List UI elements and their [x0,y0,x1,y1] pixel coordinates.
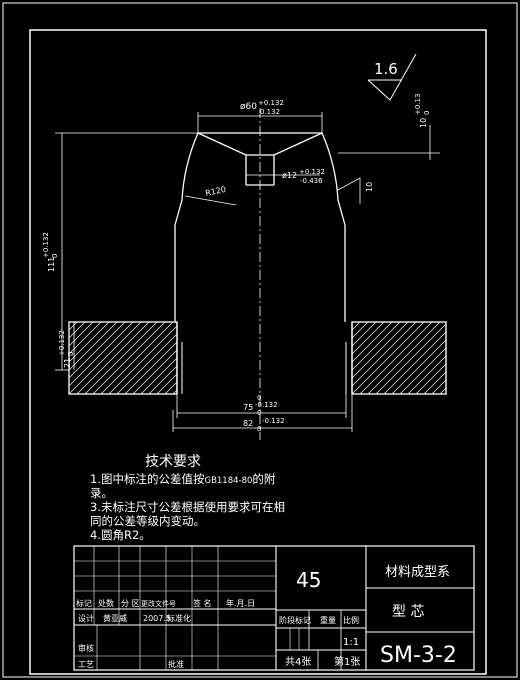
svg-text:+0.132: +0.132 [58,330,66,356]
svg-text:75: 75 [243,403,253,412]
inner-frame [29,29,487,675]
svg-text:10: 10 [419,118,428,128]
svg-text:重量: 重量 [320,615,336,625]
svg-text:0: 0 [51,254,59,258]
dim-height-total: 111 +0.132 0 [42,132,198,371]
svg-text:录。: 录。 [90,486,113,500]
svg-text:标准化: 标准化 [167,613,191,623]
svg-text:黄亚威: 黄亚威 [103,613,127,623]
svg-text:设计: 设计 [78,613,94,623]
technical-requirements: 技术要求 1.图中标注的公差值按GB1184-80的附 录。 3.未标注尺寸公差… [90,454,285,542]
dim-top-diameter: ø60 +0.132 0.132 [197,99,323,133]
svg-text:0: 0 [257,425,261,433]
base-flange-left [68,321,178,395]
svg-text:批准: 批准 [168,659,184,669]
svg-text:比例: 比例 [343,615,359,625]
svg-text:1.6: 1.6 [374,60,398,78]
svg-text:2007.5: 2007.5 [143,614,171,623]
svg-text:ø12: ø12 [282,171,297,180]
svg-text:0: 0 [67,352,75,356]
svg-text:共4张: 共4张 [285,656,311,668]
roughness-symbol: 1.6 [367,53,417,101]
svg-text:0.132: 0.132 [260,108,280,116]
svg-text:+0.132: +0.132 [299,168,325,176]
svg-text:1.图中标注的公差值按GB1184-80的附: 1.图中标注的公差值按GB1184-80的附 [90,472,276,486]
svg-text:工艺: 工艺 [78,660,94,669]
dim-width-75: 75 -0.132 0 0 [176,394,347,418]
drawing-number: SM-3-2 [380,643,457,668]
svg-text:0: 0 [257,409,261,417]
dim-angle: 10 [337,177,374,204]
svg-text:标记: 标记 [76,598,92,608]
dim-base-height: 21 +0.132 0 [58,322,75,370]
dim-width-82: 82 -0.132 0 [172,394,353,433]
company: 材料成型系 [385,565,450,580]
svg-text:+0.13: +0.13 [414,94,422,115]
base-flange-right [351,321,447,395]
svg-text:R120: R120 [205,185,227,198]
requirements-title: 技术要求 [145,454,201,470]
svg-text:阶段标记: 阶段标记 [279,615,311,625]
svg-text:4.圆角R2。: 4.圆角R2。 [90,528,151,542]
svg-text:21: 21 [63,358,72,368]
svg-text:1:1: 1:1 [343,637,359,648]
svg-text:3.未标注尺寸公差根据使用要求可在相: 3.未标注尺寸公差根据使用要求可在相 [90,500,285,514]
material: 45 [296,568,321,592]
svg-text:-0.132: -0.132 [255,401,278,409]
svg-text:0: 0 [257,394,261,402]
svg-text:-0.132: -0.132 [262,417,285,425]
svg-text:第1张: 第1张 [334,655,360,668]
core-profile [174,132,346,322]
svg-text:+0.132: +0.132 [258,99,284,107]
svg-text:签 名: 签 名 [193,598,212,608]
dim-radius: R120 [184,185,237,206]
svg-text:处数: 处数 [98,598,114,608]
svg-text:同的公差等级内变动。: 同的公差等级内变动。 [90,514,205,528]
svg-text:10: 10 [365,182,374,192]
dim-top-height: 10 +0.13 0 [338,94,440,160]
svg-text:更改文件号: 更改文件号 [141,599,176,608]
svg-text:+0.132: +0.132 [42,232,50,258]
svg-text:0: 0 [423,111,431,115]
svg-text:ø60: ø60 [240,102,257,112]
svg-text:分 区: 分 区 [121,599,140,608]
part-name: 型 芯 [392,604,424,620]
dim-hole-diameter: ø12 +0.132 -0.436 [246,168,325,185]
title-block: 标记 处数 分 区 更改文件号 签 名 年.月.日 设计 黄亚威 2007.5 … [73,545,475,671]
svg-text:审核: 审核 [78,643,94,653]
svg-text:82: 82 [243,419,253,428]
svg-text:111: 111 [47,257,56,272]
svg-text:-0.436: -0.436 [300,177,323,185]
svg-text:年.月.日: 年.月.日 [226,598,255,608]
